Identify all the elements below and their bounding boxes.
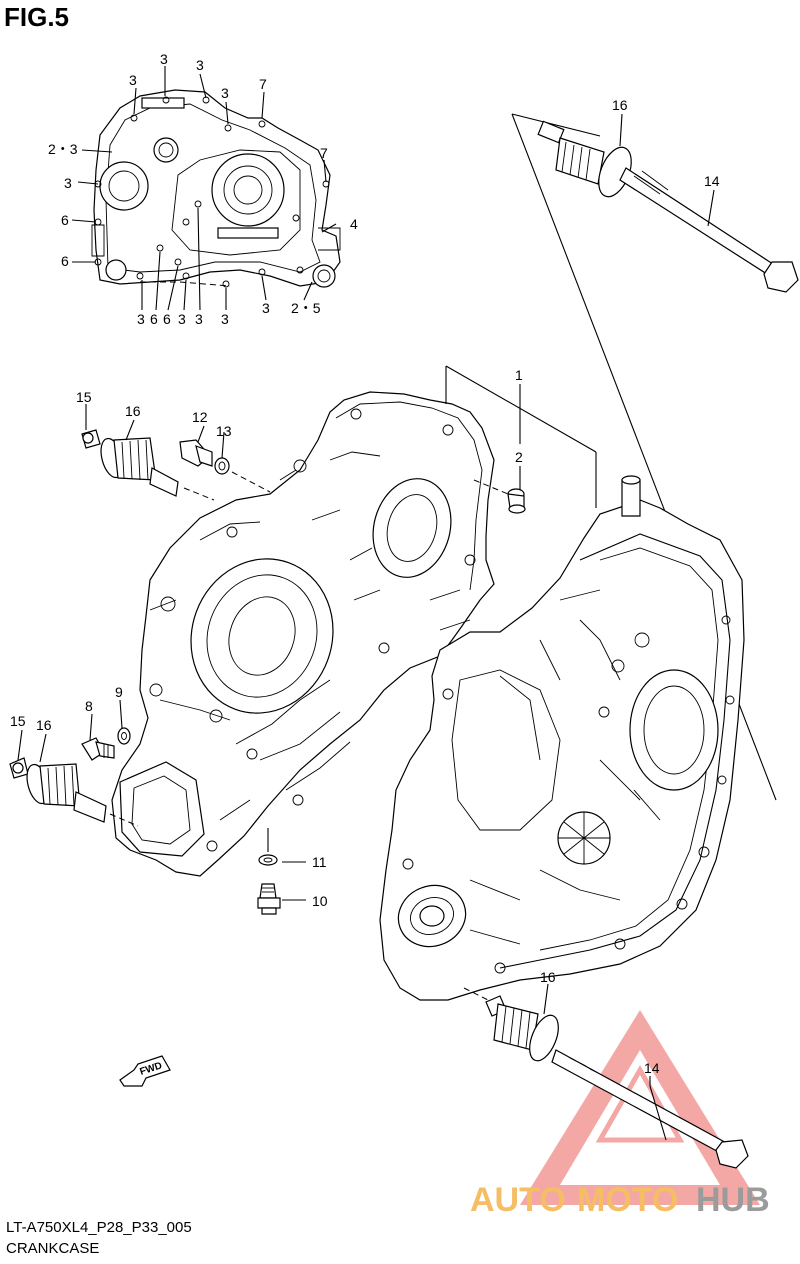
inset-callout-right: 2・5 [291,300,321,316]
inset-callout-bottom: 6 [150,311,158,327]
callout-1: 1 [515,367,523,383]
callout-15: 15 [10,713,26,729]
right-crankcase-half [379,475,745,1001]
inset-callout-bottom: 6 [163,311,171,327]
inset-callout-top: 7 [259,76,267,92]
inset-callout-left: 6 [61,253,69,269]
callout-16: 16 [125,403,141,419]
callout-12: 12 [192,409,208,425]
watermark-moto: MOTO [577,1181,678,1219]
upper-left-plug-group [81,429,215,501]
callout-2: 2 [515,449,523,465]
figure-title: FIG.5 [4,2,70,32]
inset-callout-bottom: 3 [262,300,270,316]
callout-13: 13 [216,423,232,439]
inset-crankcase-view [71,66,341,311]
callout-16: 16 [36,717,52,733]
watermark-auto: AUTO [470,1181,566,1219]
callout-14: 14 [704,173,720,189]
inset-callout-left: 6 [61,212,69,228]
inset-callout-bottom: 3 [137,311,145,327]
callout-8: 8 [85,698,93,714]
inset-callout-bottom: 3 [221,311,229,327]
callout-14: 14 [644,1060,660,1076]
inset-callout-bottom: 3 [195,311,203,327]
inset-callout-top: 3 [221,85,229,101]
inset-callout-right: 7 [320,145,328,161]
callout-10: 10 [312,893,328,909]
plug-12-washer-13 [179,425,271,493]
dowel-pin [507,488,526,514]
diagram-code: LT-A750XL4_P28_P33_005 [6,1219,192,1236]
watermark-hub: HUB [696,1181,770,1219]
callout-labels: 1 2 8 9 10 11 12 13 14 14 15 15 16 16 16… [10,97,720,1076]
lower-plug-and-bolt [463,983,749,1169]
callout-15: 15 [76,389,92,405]
lower-left-plug-group [9,757,139,827]
inset-callout-top: 3 [129,72,137,88]
callout-11: 11 [312,854,327,870]
inset-callout-left: 3 [64,175,72,191]
callout-9: 9 [115,684,123,700]
callout-16: 16 [540,969,556,985]
inset-callout-right: 4 [350,216,358,232]
left-crankcase-half [111,391,495,877]
fwd-arrow: FWD [119,1055,171,1087]
drain-plug-10-washer-11 [257,828,306,915]
inset-callout-top: 3 [160,51,168,67]
diagram-name: CRANKCASE [6,1240,100,1257]
watermark-logo: AUTO MOTO HUB [470,1010,770,1219]
inset-labels: 3 3 3 3 7 2・3 3 6 6 7 4 2・5 3 6 6 3 3 3 … [48,51,358,327]
inset-callout-top: 3 [196,57,204,73]
inset-callout-left: 2・3 [48,141,78,157]
bolt-8-washer-9 [81,699,131,761]
callout-16: 16 [612,97,628,113]
inset-callout-bottom: 3 [178,311,186,327]
